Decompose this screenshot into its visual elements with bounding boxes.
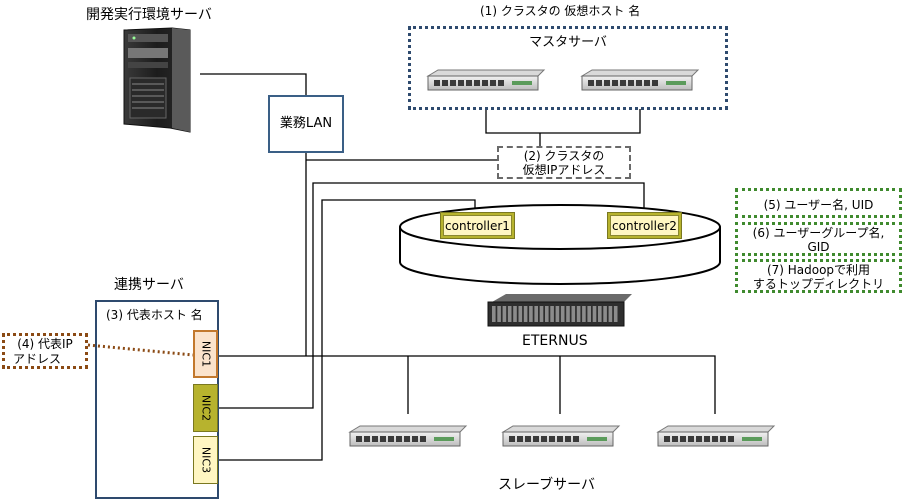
line-nic3-to-controller1 [218,199,476,461]
cluster-ip-line1: (2) クラスタの [523,149,605,163]
line-dev-to-lan [200,73,307,95]
business-lan-label: 業務LAN [279,116,333,131]
note-group-gid-line2: GID [807,240,830,254]
rep-ip-line2: アドレス [12,352,61,366]
line-nic1-bus [218,355,716,414]
controller2-label: controller2 [612,219,677,233]
note-group-gid: (6) ユーザーグループ名, GID [735,222,902,256]
tower-server-icon [123,27,191,133]
master-server-2-icon [580,69,700,91]
note-hadoop-dir-line1: (7) Hadoopで利用 [766,263,871,277]
controller1-box: controller1 [440,212,515,239]
slave-server-2-icon [501,425,621,447]
eternus-label: ETERNUS [522,333,588,349]
eternus-storage-icon [487,294,632,327]
line-nic2-to-controller2 [218,182,645,409]
dev-server-label: 開発実行環境サーバ [86,7,212,23]
note-user-uid-text: (5) ユーザー名, UID [763,198,874,212]
rep-ip-note: (4) 代表IP アドレス [2,333,88,369]
cluster-virtual-ip-box: (2) クラスタの 仮想IPアドレス [497,146,631,179]
nic1-port: NIC1 [193,330,218,378]
controller1-label: controller1 [445,219,510,233]
note-user-uid: (5) ユーザー名, UID [735,188,902,218]
line-masters [485,109,641,134]
slave-server-label: スレーブサーバ [498,477,596,493]
master-server-1-icon [426,69,546,91]
business-lan-box: 業務LAN [268,95,344,153]
slave-server-1-icon [348,425,468,447]
rep-host-note: (3) 代表ホスト 名 [106,308,203,322]
rack-servers [348,69,776,447]
link-server-title: 連携サーバ [114,277,184,293]
note-hadoop-dir: (7) Hadoopで利用 するトップディレクトリ [735,259,902,293]
virtual-host-note: (1) クラスタの 仮想ホスト 名 [480,4,641,18]
note-group-gid-line1: (6) ユーザーグループ名, [752,226,885,240]
nic2-port: NIC2 [193,384,218,432]
controller2-box: controller2 [607,212,682,239]
rep-ip-line1: (4) 代表IP [17,337,73,351]
connection-lines [200,73,716,461]
note-hadoop-dir-line2: するトップディレクトリ [752,277,885,291]
slave-server-3-icon [656,425,776,447]
master-server-group: マスタサーバ [408,26,728,110]
master-server-label: マスタサーバ [529,35,607,50]
nic3-port: NIC3 [193,436,218,484]
cluster-ip-line2: 仮想IPアドレス [522,163,606,177]
